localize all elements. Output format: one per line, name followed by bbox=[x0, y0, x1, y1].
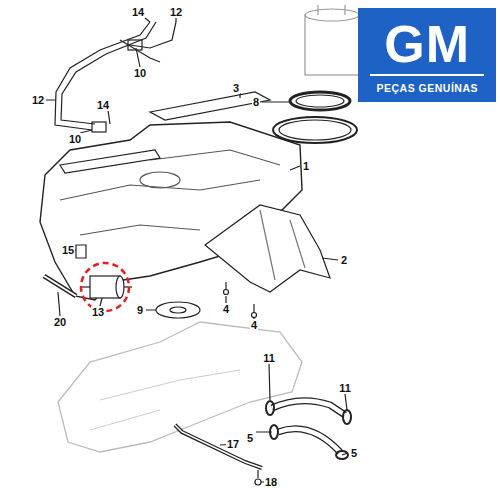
brand-name: GM bbox=[370, 18, 484, 76]
callout-number: 14 bbox=[131, 6, 145, 18]
callout-number: 18 bbox=[264, 476, 278, 488]
callout-number: 2 bbox=[340, 254, 348, 266]
callout-number: 13 bbox=[91, 306, 105, 318]
callout-number: 5 bbox=[350, 447, 358, 459]
callout-number: 10 bbox=[133, 67, 147, 79]
callout-number: 17 bbox=[226, 438, 240, 450]
callout-number: 1 bbox=[302, 160, 310, 172]
callout-number: 11 bbox=[338, 382, 352, 394]
brand-logo: GM PEÇAS GENUÍNAS bbox=[358, 8, 496, 102]
callout-number: 4 bbox=[250, 319, 258, 331]
callout-number: 14 bbox=[96, 99, 110, 111]
callout-number: 3 bbox=[232, 82, 240, 94]
brand-tagline: PEÇAS GENUÍNAS bbox=[358, 82, 496, 102]
callout-number: 9 bbox=[136, 304, 144, 316]
callout-number: 12 bbox=[169, 6, 183, 18]
callout-number: 5 bbox=[246, 432, 254, 444]
callout-number: 15 bbox=[61, 244, 75, 256]
callout-number: 12 bbox=[31, 94, 45, 106]
callout-number: 20 bbox=[53, 316, 67, 328]
callout-number: 10 bbox=[68, 133, 82, 145]
callout-number: 8 bbox=[252, 96, 260, 108]
callout-number: 11 bbox=[262, 352, 276, 364]
callout-number: 4 bbox=[222, 303, 230, 315]
